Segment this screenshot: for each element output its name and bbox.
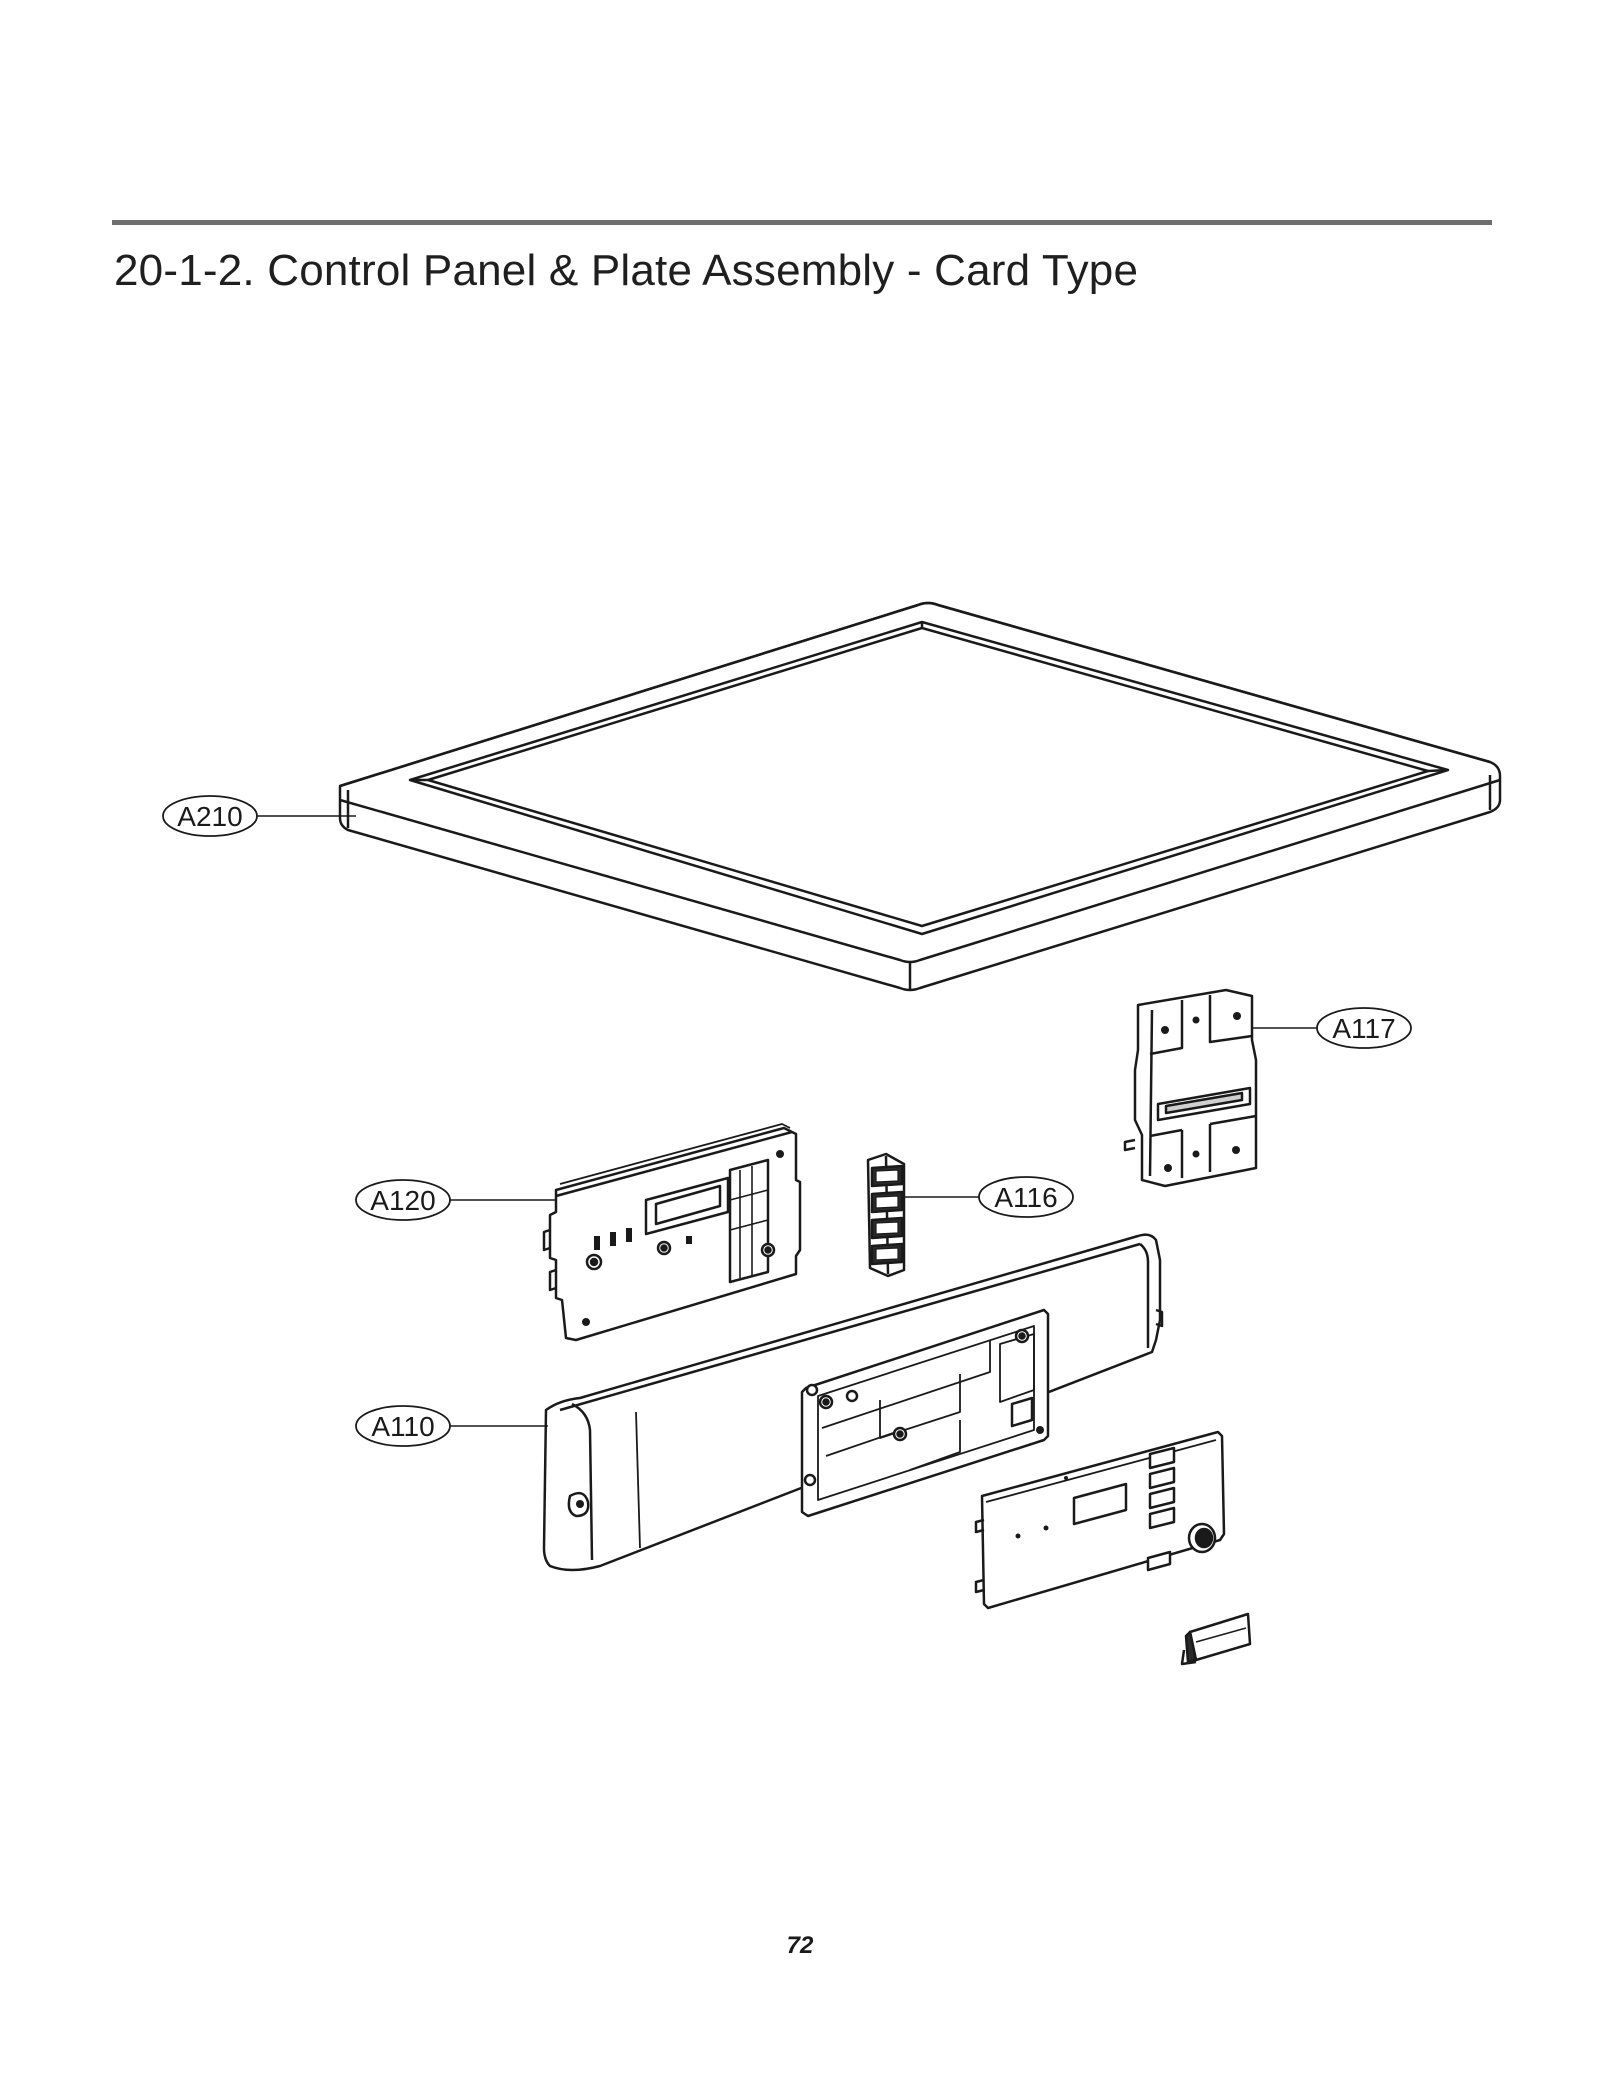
part-label-a210: A210 [162,795,258,837]
control-panel-part [542,1233,1164,1572]
page-title: 20-1-2. Control Panel & Plate Assembly -… [114,246,1139,295]
part-label-a110-text: A110 [371,1411,434,1442]
part-label-a116: A116 [978,1176,1074,1218]
part-label-a117-text: A117 [1332,1013,1395,1044]
knob-cap-part [1180,1612,1252,1666]
part-label-a117: A117 [1316,1007,1412,1049]
button-cap-part [866,1152,906,1278]
part-label-a110: A110 [355,1405,451,1447]
leader-lines [256,815,1318,1427]
part-label-a210-text: A210 [177,801,242,832]
part-label-a120-text: A120 [370,1185,435,1216]
display-panel-part [974,1430,1226,1610]
header-rule [112,220,1492,225]
part-label-a120: A120 [355,1179,451,1221]
card-bracket-part [1123,988,1258,1188]
part-label-a116-text: A116 [994,1182,1057,1213]
pcb-board-part [542,1123,802,1342]
frame-plate-part [338,601,1502,992]
page-number: 72 [786,1932,814,1959]
